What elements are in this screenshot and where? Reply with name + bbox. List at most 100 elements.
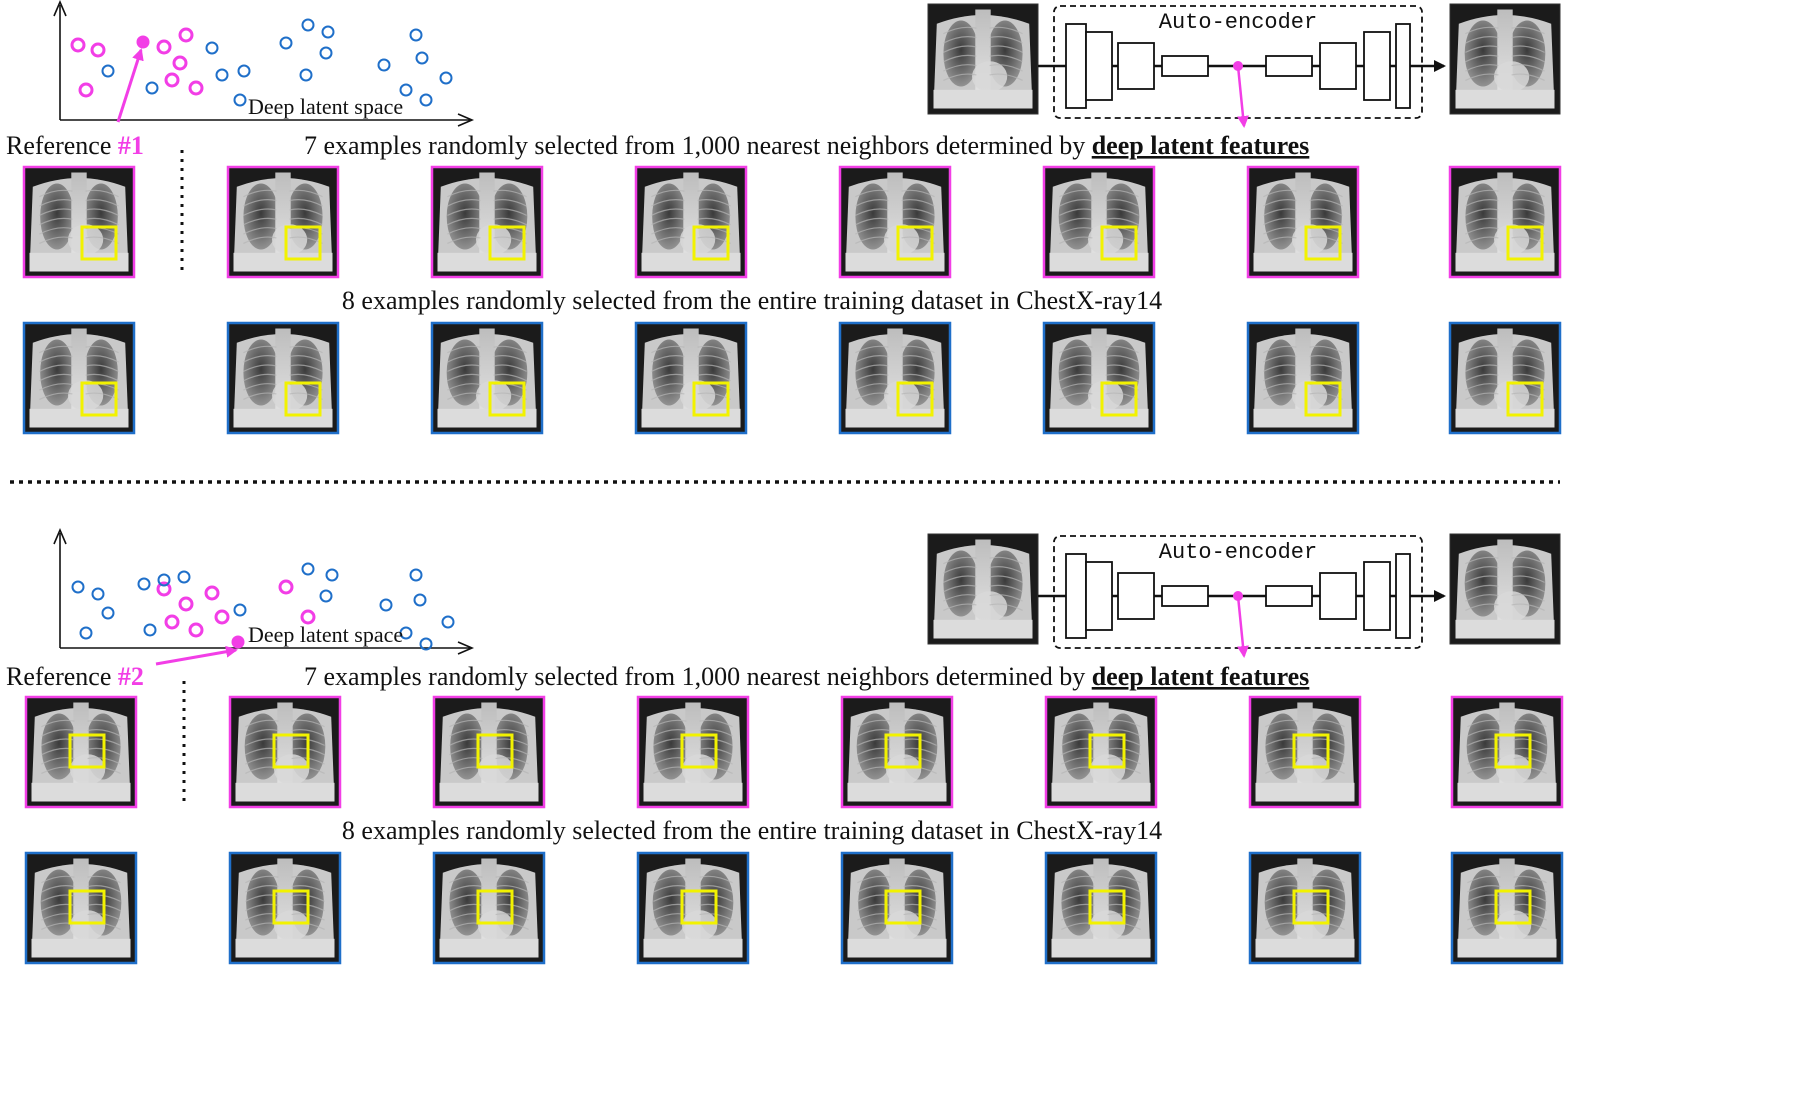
cluster-point-blue	[233, 93, 247, 107]
roi-box	[488, 381, 526, 417]
random-image	[1042, 321, 1156, 435]
cluster-point-blue	[377, 58, 391, 72]
cluster-point-blue	[205, 41, 219, 55]
roi-box	[1100, 225, 1138, 261]
roi-box	[80, 381, 118, 417]
random-image	[1248, 851, 1362, 965]
thumbnail-frame	[1248, 695, 1362, 809]
thumbnail-frame	[1044, 695, 1158, 809]
roi-box	[680, 733, 718, 769]
random-image	[1044, 851, 1158, 965]
cluster-point-magenta	[172, 55, 188, 71]
x-axis-arrow	[457, 113, 475, 127]
thumbnail-frame	[1248, 851, 1362, 965]
neighbor-image	[1450, 695, 1564, 809]
cluster-point-magenta	[90, 42, 106, 58]
neighbor-image	[1246, 165, 1360, 279]
cluster-point-blue	[409, 568, 423, 582]
random-image	[430, 321, 544, 435]
cluster-point-blue	[413, 593, 427, 607]
roi-box	[1304, 381, 1342, 417]
cluster-point-blue	[379, 598, 393, 612]
roi-box	[1494, 733, 1532, 769]
neighbor-image	[636, 695, 750, 809]
thumbnail-frame	[840, 851, 954, 965]
random-caption: 8 examples randomly selected from the en…	[342, 816, 1162, 845]
reference-label: Reference #2	[6, 662, 144, 691]
network-layer	[1363, 561, 1391, 631]
roi-box	[272, 889, 310, 925]
cluster-point-blue	[399, 626, 413, 640]
cluster-point-magenta	[278, 579, 294, 595]
cluster-point-blue	[415, 51, 429, 65]
network-layer	[1065, 553, 1087, 639]
thumbnail-frame	[634, 165, 748, 279]
roi-box	[1100, 381, 1138, 417]
cluster-point-blue	[325, 568, 339, 582]
thumbnail-frame	[838, 165, 952, 279]
cluster-point-magenta	[156, 581, 172, 597]
cluster-point-blue	[233, 603, 247, 617]
cluster-point-blue	[439, 71, 453, 85]
cluster-point-magenta	[178, 596, 194, 612]
y-axis-arrow	[53, 527, 67, 545]
reference-prefix: Reference	[6, 662, 118, 691]
cluster-point-magenta	[188, 80, 204, 96]
neighbor-image	[228, 695, 342, 809]
thumbnail-frame	[1246, 165, 1360, 279]
roi-box	[1292, 889, 1330, 925]
reference-arrow	[155, 645, 238, 666]
roi-box	[884, 889, 922, 925]
random-image	[636, 851, 750, 965]
thumbnail-frame	[22, 165, 136, 279]
cluster-point-magenta	[164, 614, 180, 630]
network-layer	[1265, 55, 1313, 77]
neighbors-caption-emphasis: deep latent features	[1092, 131, 1310, 160]
cluster-point-blue	[91, 587, 105, 601]
cluster-point-blue	[399, 83, 413, 97]
thumbnail-frame	[24, 695, 138, 809]
roi-box	[68, 889, 106, 925]
random-image	[432, 851, 546, 965]
thumbnail-frame	[1450, 851, 1564, 965]
cluster-point-blue	[177, 570, 191, 584]
roi-box	[680, 889, 718, 925]
cluster-point-magenta	[300, 609, 316, 625]
thumbnail-frame	[1448, 321, 1562, 435]
cluster-point-blue	[71, 580, 85, 594]
network-layer	[1395, 23, 1411, 109]
roi-box	[284, 225, 322, 261]
neighbors-caption: 7 examples randomly selected from 1,000 …	[304, 662, 1309, 691]
roi-box	[80, 225, 118, 261]
thumbnail-frame	[24, 851, 138, 965]
reference-point	[231, 635, 245, 649]
y-axis-arrow	[53, 0, 67, 17]
cluster-point-blue	[237, 64, 251, 78]
thumbnail-frame	[228, 695, 342, 809]
random-caption: 8 examples randomly selected from the en…	[342, 286, 1162, 315]
neighbors-caption-text: 7 examples randomly selected from 1,000 …	[304, 131, 1092, 160]
roi-box	[1494, 889, 1532, 925]
autoencoder-label: Auto-encoder	[1159, 540, 1317, 565]
roi-box	[1088, 733, 1126, 769]
cluster-point-blue	[419, 637, 433, 651]
random-image	[24, 851, 138, 965]
neighbor-image	[840, 695, 954, 809]
thumbnail-frame	[226, 165, 340, 279]
roi-box	[284, 381, 322, 417]
network-layer	[1319, 42, 1357, 90]
thumbnail-frame	[1450, 695, 1564, 809]
roi-box	[884, 733, 922, 769]
latent-space-label: Deep latent space	[248, 94, 403, 119]
thumbnail-frame	[634, 321, 748, 435]
network-layer	[1065, 23, 1087, 109]
latent-space-label: Deep latent space	[248, 622, 403, 647]
network-layer	[1395, 553, 1411, 639]
cluster-point-blue	[137, 577, 151, 591]
thumbnail-frame	[22, 321, 136, 435]
cluster-point-blue	[319, 589, 333, 603]
random-image	[634, 321, 748, 435]
cluster-point-magenta	[70, 37, 86, 53]
cluster-point-magenta	[204, 585, 220, 601]
